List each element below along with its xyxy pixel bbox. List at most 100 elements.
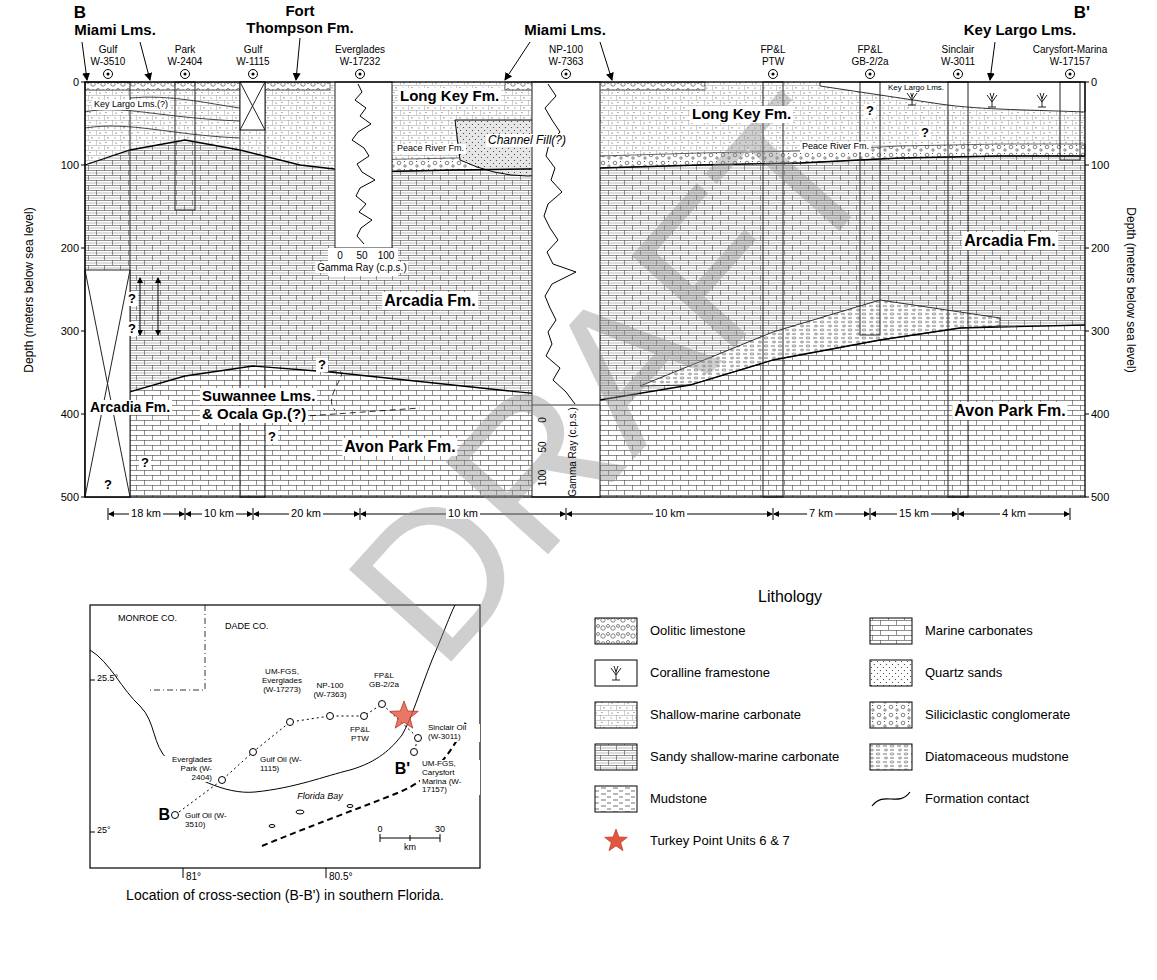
well-name: NP-100 (549, 44, 583, 55)
depth-tick-label: 200 (61, 242, 79, 254)
county-label: DADE CO. (225, 622, 269, 632)
legend-text: Formation contact (925, 792, 1029, 806)
well-name: Gulf (244, 44, 262, 55)
gamma-axis-title: Gamma Ray (c.p.s.) (567, 407, 578, 496)
legend-swatch (595, 618, 637, 644)
well-number: W-17232 (340, 56, 380, 67)
formation-label: Key Largo Lms. (886, 84, 946, 93)
well-column (948, 82, 968, 497)
water-label: Florida Bay (295, 792, 345, 802)
gamma-scale-label: 50 (356, 250, 367, 261)
distance-label: 18 km (129, 507, 163, 519)
coral-symbol (611, 666, 621, 680)
legend-text: Shallow-marine carbonate (650, 708, 801, 722)
distance-label: 20 km (289, 507, 323, 519)
oolite-ground (85, 82, 330, 90)
distance-label: 10 km (202, 507, 236, 519)
formation-label: Avon Park Fm. (952, 402, 1067, 420)
formation-callout: Miami Lms. (74, 22, 156, 39)
formation-label: Avon Park Fm. (342, 438, 457, 456)
depth-tick-label: 200 (1091, 242, 1109, 254)
formation-label: Channel Fill(?) (486, 134, 568, 147)
formation-label: Peace River Fm. (395, 144, 466, 154)
longitude-label: 81° (186, 871, 201, 882)
well-number: W-17157 (1050, 56, 1090, 67)
gamma-ray-log (352, 84, 375, 244)
coral-symbol (987, 93, 997, 107)
island (347, 805, 353, 808)
depth-tick-label: 400 (1091, 408, 1109, 420)
formation-label: Key Largo Lms.(?) (92, 100, 170, 110)
well-name: FP&L (760, 44, 785, 55)
depth-tick-label: 300 (1091, 325, 1109, 337)
coral-symbol (907, 91, 917, 105)
query-mark: ? (266, 430, 278, 444)
legend-swatch (595, 702, 637, 728)
legend-text: Coralline framestone (650, 666, 770, 680)
legend-swatch (595, 786, 637, 812)
map-well-label: Everglades Park (W-2404) (160, 756, 214, 782)
gamma-scale-label: 0 (537, 417, 548, 423)
map-well-label: UM-FGS, Carysfort Marina (W-17157) (420, 760, 480, 795)
scale-bar (380, 834, 440, 842)
well-symbols (104, 70, 1075, 79)
legend-heading: Lithology (758, 588, 822, 606)
well-number: W-1115 (236, 56, 269, 67)
island (269, 825, 275, 828)
legend-swatch (595, 660, 637, 686)
coral-symbol (1037, 93, 1047, 107)
formation-label: Arcadia Fm. (88, 400, 172, 415)
map-well-label: UM-FGS, Everglades (W-17273) (254, 668, 310, 694)
longitude-label: 80.5° (329, 871, 352, 882)
legend-star (605, 829, 628, 851)
depth-tick-label: 500 (1091, 491, 1109, 503)
nodata-cross (85, 270, 130, 497)
oolite-layer (85, 82, 330, 90)
legend-swatch (870, 744, 912, 770)
legend-text: Quartz sands (925, 666, 1002, 680)
map-well-label: Sinclair Oil (W-3011) (426, 724, 480, 742)
map-well-label: Gulf Oil (W-3510) (183, 812, 229, 830)
formation-label: Suwannee Lms. (200, 388, 317, 405)
section-end-label: B (74, 4, 86, 23)
depth-tick-label: 100 (1091, 159, 1109, 171)
well-column (175, 82, 195, 210)
well-number: W-2404 (168, 56, 203, 67)
gamma-log-box (335, 82, 392, 248)
well-number: W-7363 (549, 56, 584, 67)
query-mark: ? (316, 358, 328, 372)
formation-label: Long Key Fm. (690, 106, 793, 123)
scale-label: km (404, 843, 416, 853)
formation-label: & Ocala Gp.(?) (200, 406, 308, 423)
depth-tick-label: 400 (61, 408, 79, 420)
uncertainty-arrow (140, 278, 141, 335)
well-column (240, 82, 265, 497)
well-column-nodata (85, 270, 130, 497)
gamma-scale-label: 100 (537, 470, 548, 487)
map-well-label: FP&L PTW (344, 726, 376, 744)
depth-tick-label: 300 (61, 325, 79, 337)
legend-text: Turkey Point Units 6 & 7 (650, 834, 790, 848)
distance-label: 10 km (653, 507, 687, 519)
gamma-scale-label: 50 (537, 441, 548, 452)
legend-swatch (870, 618, 912, 644)
legend-text: Diatomaceous mudstone (925, 750, 1069, 764)
callout-arrows (82, 38, 995, 80)
depth-tick-label: 0 (73, 76, 79, 88)
nodata-cross (240, 82, 265, 130)
well-name: FP&L (857, 44, 882, 55)
sand-lens-lines (85, 97, 240, 138)
distance-label: 15 km (897, 507, 931, 519)
map-well-label: NP-100 (W-7363) (308, 682, 352, 700)
well-number: W-3510 (91, 56, 126, 67)
well-number: W-3011 (941, 56, 975, 67)
formation-label: Arcadia Fm. (382, 292, 478, 310)
site-star (390, 701, 419, 728)
section-end-label: B' (395, 760, 410, 778)
latitude-label: 25.5° (97, 674, 118, 684)
map-well-label: FP&L GB-2/2a (364, 672, 404, 690)
legend-swatches (595, 618, 912, 812)
watermark: DRAFT (307, 59, 917, 702)
axis-title: Depth (meters below sea level) (1123, 207, 1136, 372)
